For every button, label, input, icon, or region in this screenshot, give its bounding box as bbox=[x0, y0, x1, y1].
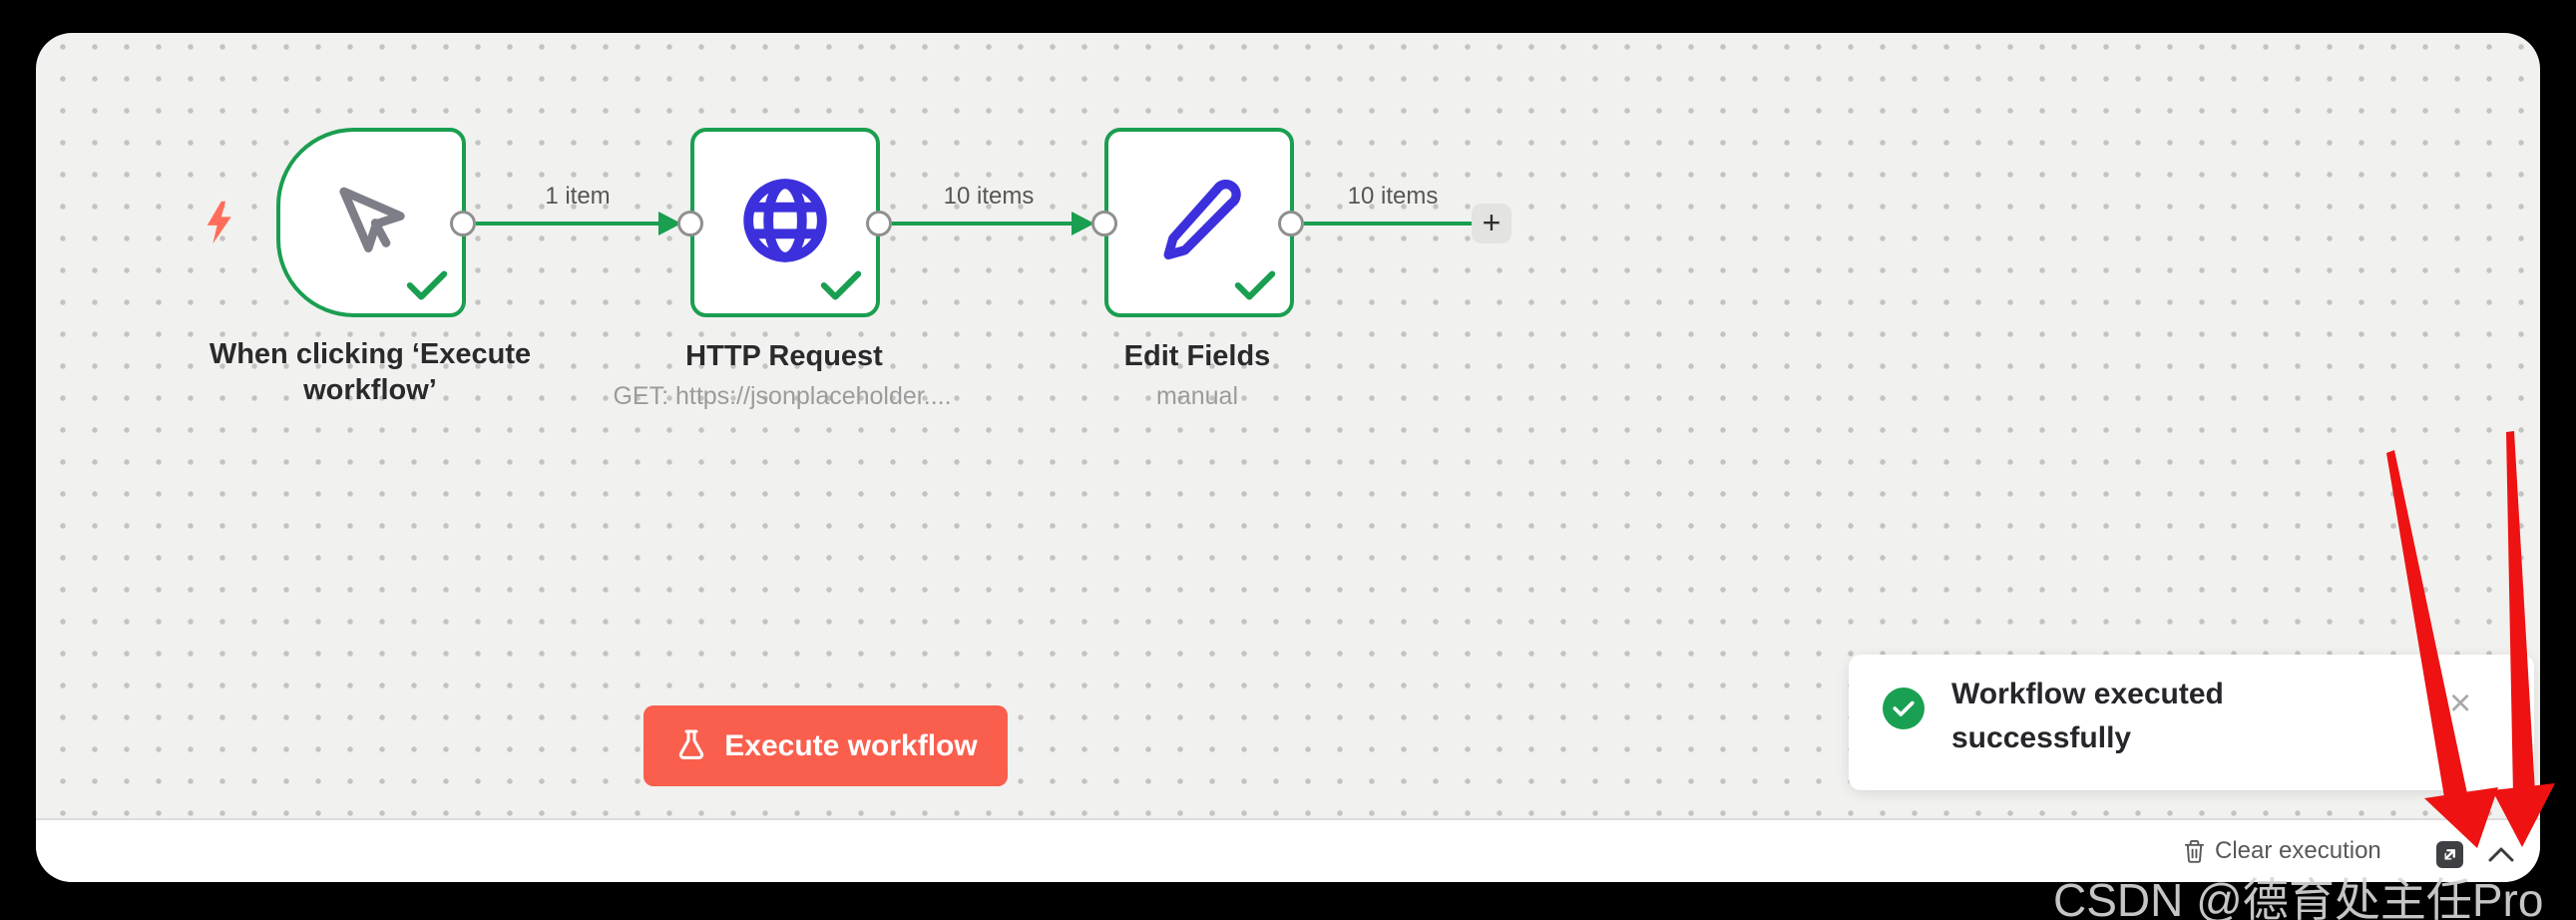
cursor-icon bbox=[339, 187, 405, 252]
node-subtitle: GET: https://jsonplaceholder.... bbox=[613, 382, 952, 410]
success-check-icon bbox=[1234, 270, 1276, 300]
node-title: HTTP Request bbox=[685, 340, 883, 372]
node-subtitle: manual bbox=[1156, 382, 1238, 410]
input-connector[interactable] bbox=[1091, 211, 1117, 236]
connections-layer bbox=[476, 212, 1474, 235]
trigger-bolt-icon bbox=[207, 201, 231, 244]
input-connector[interactable] bbox=[677, 211, 703, 236]
node-title: Edit Fields bbox=[1123, 340, 1271, 372]
connection-trigger-to-http[interactable] bbox=[476, 212, 681, 235]
node-manual-trigger[interactable] bbox=[276, 128, 466, 317]
success-check-icon bbox=[820, 270, 862, 300]
connection-items-count: 10 items bbox=[943, 183, 1035, 210]
add-node-button[interactable]: + bbox=[1472, 204, 1511, 243]
toast-workflow-success: Workflow executed successfully × bbox=[1849, 655, 2534, 790]
success-check-icon bbox=[1883, 688, 1925, 729]
execution-footer-bar: Clear execution bbox=[36, 818, 2540, 882]
connection-items-count: 10 items bbox=[1347, 183, 1439, 210]
flask-icon bbox=[679, 729, 704, 759]
trash-icon bbox=[2184, 839, 2205, 863]
pencil-icon bbox=[1163, 179, 1241, 260]
toast-message: Workflow executed successfully bbox=[1951, 678, 2224, 754]
clear-execution-button[interactable]: Clear execution bbox=[2183, 820, 2381, 882]
success-check-icon bbox=[406, 270, 448, 300]
node-edit-fields[interactable] bbox=[1104, 128, 1294, 317]
execute-workflow-label: Execute workflow bbox=[724, 728, 978, 762]
open-panel-icon[interactable] bbox=[2436, 841, 2463, 868]
workflow-canvas[interactable]: 1 item 10 items 10 items bbox=[36, 33, 2540, 882]
clear-execution-label: Clear execution bbox=[2215, 837, 2381, 864]
chevron-up-icon[interactable] bbox=[2488, 847, 2514, 862]
close-icon[interactable]: × bbox=[2449, 683, 2472, 724]
node-http-request[interactable] bbox=[690, 128, 880, 317]
output-connector[interactable] bbox=[450, 211, 476, 236]
connection-http-to-edit[interactable] bbox=[892, 212, 1094, 235]
connection-items-count: 1 item bbox=[545, 183, 611, 210]
output-connector[interactable] bbox=[1278, 211, 1304, 236]
output-connector[interactable] bbox=[866, 211, 892, 236]
execute-workflow-button[interactable]: Execute workflow bbox=[644, 705, 1008, 786]
node-title: When clicking ‘Execute workflow’ bbox=[209, 338, 532, 406]
globe-icon bbox=[743, 179, 827, 262]
